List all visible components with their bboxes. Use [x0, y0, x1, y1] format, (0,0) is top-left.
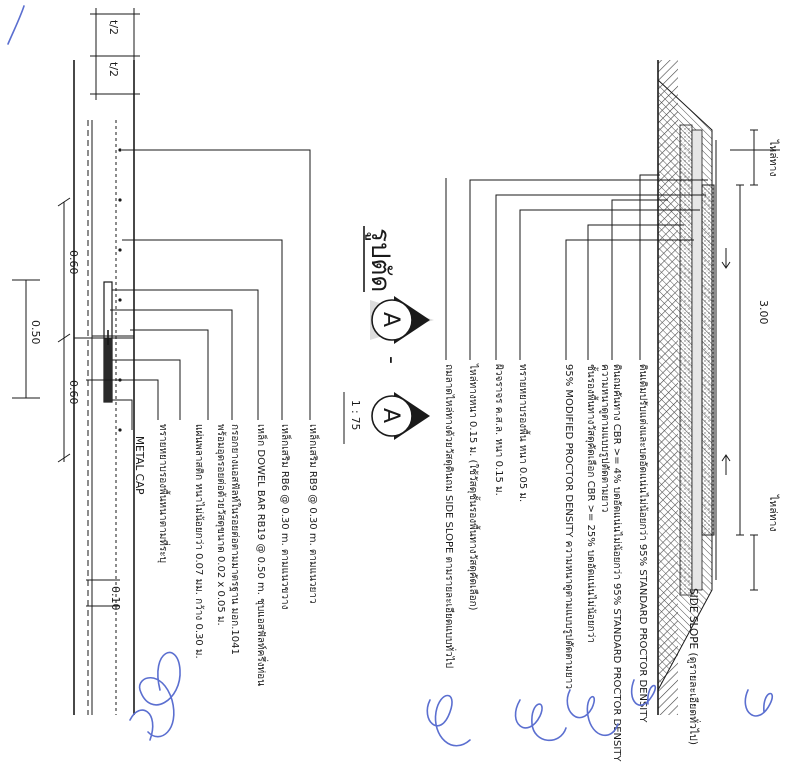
- side-slope-label: SIDE SLOPE (ดูรายละเอียดทั่วไป): [687, 588, 701, 745]
- layer-callouts: ดินเดิมปรับแต่งและบดอัดแน่นไม่น้อยกว่า 9…: [443, 363, 649, 762]
- callout-side-slope-fill: ถมลาดไหล่ทางด้วยวัสดุดินถม SIDE SLOPE ตา…: [443, 364, 457, 668]
- dim-t-half-bottom: t/2: [107, 62, 120, 77]
- road-width-dim: 3.00: [757, 300, 770, 325]
- signature-3: [514, 699, 567, 742]
- callout-subbase: ชั้นรองพื้นทางวัสดุคัดเลือก CBR >= 25% บ…: [585, 364, 599, 643]
- callout-shoulder: ไหล่ทางหนา 0.15 ม. (ใช้วัสดุชั้นรองพื้นท…: [467, 363, 481, 611]
- callout-subbase-density: 95% MODIFIED PROCTOR DENSITY ความหนาดูตา…: [563, 364, 574, 689]
- marker-dash: -: [379, 356, 404, 364]
- callout-rb9: เหล็กเสริม RB9 @ 0.30 m. ตามแนวยาว: [307, 424, 321, 604]
- callout-rb6: เหล็กเสริม RB6 @ 0.30 m. ตามแนวขวาง: [279, 424, 293, 610]
- sand-layer: [691, 129, 703, 591]
- callout-dowel-bar: เหล็ก DOWEL BAR RB19 @ 0.50 m. ชุบแอสฟัล…: [255, 424, 269, 686]
- dim-dowel-0-50: 0.50: [29, 320, 42, 345]
- callout-joint-filler: พร้อมอุดรอยต่อด้วยวัสดุขนาด 0.02 x 0.05 …: [215, 424, 227, 626]
- dim-right-0-60: 0.60: [67, 380, 80, 405]
- section-title-block: รูปตัด A - A 1 : 75: [343, 226, 434, 444]
- signature-mark-corner: [7, 5, 25, 45]
- callout-concrete-surface: ผิวจราจร ค.ส.ล. หนา 0.15 ม.: [493, 364, 504, 496]
- dowel-bar-coated-half: [104, 338, 112, 402]
- callout-embankment: ดินถมคันทาง CBR >= 4% บดอัดแน่นไม่น้อยกว…: [611, 364, 623, 762]
- signature-6: [744, 689, 773, 717]
- section-marker-a-right: A: [371, 392, 430, 440]
- detail-callouts: เหล็กเสริม RB9 @ 0.30 m. ตามแนวยาว เหล็ก…: [133, 424, 321, 686]
- signature-4: [566, 689, 619, 736]
- section-marker-a-left: A: [370, 296, 434, 344]
- signature-2: [426, 694, 471, 747]
- scale-label: 1 : 75: [349, 400, 361, 430]
- metal-cap-label: METAL CAP: [133, 436, 145, 495]
- dim-0-10: 0.10: [109, 586, 122, 611]
- road-cross-section: ไหล่ทาง ไหล่ทาง 3.00 SIDE SLOPE (ดูรายละ…: [657, 60, 780, 745]
- marker-a-left-letter: A: [378, 312, 403, 327]
- section-title: รูปตัด: [365, 228, 395, 292]
- shoulder-label-top: ไหล่ทาง: [767, 139, 780, 177]
- callout-joint-sealant: กรอกยางแอสฟัลท์ในรอยต่อตามมาตรฐาน มอก.10…: [229, 424, 241, 655]
- callout-embankment-thickness: ความหนาดูตามแบบรูปตัดตามยาว: [599, 364, 610, 512]
- marker-a-right-letter: A: [378, 408, 403, 423]
- detail-leaders: [86, 149, 311, 430]
- signature-5: [630, 679, 657, 706]
- signatures: [7, 5, 773, 747]
- signature-1: [138, 651, 181, 738]
- callout-plastic-sheet: แผ่นพลาสติก หนาไม่น้อยกว่า 0.07 มม. กว้า…: [193, 424, 205, 659]
- dim-t-half-top: t/2: [107, 20, 120, 35]
- callout-sand-bed-detail: ทรายหยาบรองพื้นหนาตามที่ระบุ: [157, 424, 171, 563]
- signature-1-tail: [129, 709, 154, 741]
- callout-sand-bed: ทรายหยาบรองพื้น หนา 0.05 ม.: [517, 364, 531, 502]
- joint-detail: t/2 t/2 0.60 0.60 0.50 0.10: [12, 8, 140, 715]
- shoulder-label-bottom: ไหล่ทาง: [767, 494, 780, 532]
- concrete-slab: [701, 184, 715, 536]
- section-leaders: [445, 174, 708, 360]
- dim-left-0-60: 0.60: [67, 250, 80, 275]
- callout-natural-ground: ดินเดิมปรับแต่งและบดอัดแน่นไม่น้อยกว่า 9…: [637, 364, 649, 723]
